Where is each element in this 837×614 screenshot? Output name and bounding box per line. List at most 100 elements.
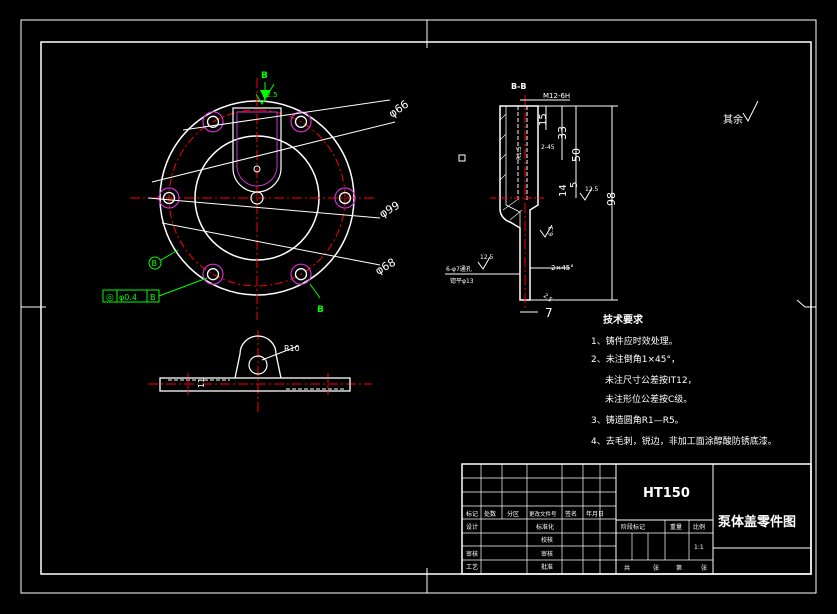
bolt-hole-counterbore — [290, 263, 312, 285]
small-square-marker — [458, 154, 466, 162]
inner-frame — [40, 41, 812, 575]
bolt-hole — [294, 115, 308, 128]
tb-ratio: 比例 — [693, 523, 705, 531]
outer-border — [20, 19, 817, 594]
bolt-hole-counterbore — [334, 187, 356, 209]
tb-hdr-date: 年月日 — [586, 510, 604, 518]
tb-hdr-zone: 分区 — [507, 510, 519, 518]
dim-5: 5 — [569, 182, 580, 188]
roughness-other-label: 其余 — [723, 113, 743, 126]
roughness-left — [477, 256, 491, 270]
tb-sheet-unit-1: 张 — [653, 564, 659, 572]
front-view: φ66 φ99 φ68 B B 12.5 B ◎ φ0.4 B — [102, 71, 411, 320]
tb-weight: 重量 — [670, 523, 682, 531]
tb-check: 校核 — [541, 536, 553, 544]
section-view: B-B 98 50 33 15 14 5 M12-6H 2-45 R1.5 6.… — [445, 82, 618, 320]
tb-stage-mark: 阶段标记 — [621, 523, 645, 531]
tb-scale: 1:1 — [694, 544, 704, 551]
hole-note-1: 6-φ7通孔 — [446, 265, 472, 273]
tech-title: 技术要求 — [603, 313, 644, 326]
dim-6-3: 6.3 — [548, 226, 555, 236]
hatch-5 — [502, 199, 518, 211]
tech-item-3: 未注尺寸公差按IT12， — [605, 374, 697, 386]
tech-item-6: 4、去毛刺，锐边，非加工面涂醇酸防锈底漆。 — [591, 435, 777, 447]
bolt-hole-counterbore — [202, 111, 224, 133]
tb-sheet-total: 共 — [624, 564, 630, 572]
roughness-top-value: 12.5 — [262, 91, 278, 99]
tech-item-5: 3、铸造圆角R1—R5。 — [591, 414, 684, 426]
tb-material: HT150 — [643, 486, 690, 501]
hatch-3 — [499, 153, 507, 161]
tb-part-name: 泵体盖零件图 — [718, 514, 796, 530]
dim-m12: M12-6H — [543, 92, 570, 100]
dim-12-5-left: 12.5 — [480, 254, 494, 261]
tb-review: 审核 — [541, 550, 553, 558]
dim-33: 33 — [556, 126, 569, 140]
bolt-hole — [206, 268, 220, 281]
dim-r10-leader — [261, 345, 299, 361]
bolt-hole — [294, 268, 308, 281]
hatch-4 — [499, 173, 507, 181]
roughness-top-symbol — [255, 83, 275, 105]
dim-leader-99 — [147, 197, 381, 219]
dim-r1-5: R1.5 — [516, 146, 523, 160]
top-view: R10 11 — [148, 330, 372, 412]
tech-item-1: 1、铸件应时效处理。 — [591, 335, 678, 347]
bolt-hole — [338, 191, 352, 205]
dim-d68: φ68 — [373, 256, 398, 278]
tolerance-leader — [158, 277, 208, 297]
dim-2-45: 2-45 — [541, 144, 555, 151]
tolerance-symbol: ◎ — [106, 293, 114, 303]
tb-process: 工艺 — [466, 563, 478, 571]
dim-leader-66 — [151, 121, 396, 183]
dim-leader-68 — [161, 222, 381, 266]
tb-approve: 批准 — [541, 563, 553, 571]
center-hole-top — [253, 165, 261, 173]
section-hatch — [499, 105, 521, 229]
tech-requirements: 技术要求 1、铸件应时效处理。 2、未注倒角1×45°， 未注尺寸公差按IT12… — [591, 313, 777, 447]
roughness-12-5 — [579, 187, 593, 201]
center-mark-right-tick — [796, 299, 806, 308]
bolt-hole-counterbore — [158, 187, 180, 209]
tb-hdr-sign: 签名 — [565, 510, 577, 518]
tb-sheet-num: 第 — [676, 564, 682, 572]
tech-item-2: 2、未注倒角1×45°， — [591, 353, 680, 365]
tb-standardize: 标准化 — [536, 523, 554, 531]
section-arrow-bottom-line — [309, 283, 321, 299]
bolt-hole — [206, 115, 220, 128]
section-label-top: B — [261, 71, 268, 81]
tolerance-datum: B — [150, 293, 156, 302]
tb-hdr-count: 处数 — [484, 510, 496, 518]
top-view-boss — [234, 335, 282, 379]
dim-d99: φ99 — [377, 199, 402, 221]
bolt-hole-counterbore — [202, 263, 224, 285]
tb-proofread: 审核 — [466, 550, 478, 558]
dim-12-5-right: 12.5 — [585, 186, 599, 193]
roughness-6-3 — [539, 224, 553, 238]
section-label-bottom: B — [317, 305, 324, 315]
title-block: HT150 泵体盖零件图 标记 处数 分区 更改文件号 签名 年月日 设计 标准… — [461, 463, 812, 575]
dim-d66: φ66 — [386, 98, 411, 121]
tb-sheet-unit-2: 张 — [701, 564, 707, 572]
tb-hdr-file: 更改文件号 — [529, 510, 557, 518]
dim-98: 98 — [605, 192, 618, 206]
tech-item-4: 未注形位公差按C级。 — [605, 393, 692, 405]
dim-leader-upper — [182, 99, 391, 131]
flange-lug-inner — [236, 111, 278, 187]
bolt-hole — [162, 191, 176, 205]
hatch-2 — [499, 133, 507, 141]
dim-15: 15 — [538, 113, 549, 126]
hatch-6 — [509, 209, 523, 221]
datum-leader — [160, 249, 179, 261]
dim-14: 14 — [558, 184, 569, 197]
datum-label: B — [152, 259, 158, 268]
section-title: B-B — [511, 82, 527, 91]
dim-11: 11 — [197, 378, 206, 388]
tb-design: 设计 — [466, 523, 478, 531]
dim-50: 50 — [570, 148, 583, 162]
top-view-hole — [248, 355, 268, 375]
dim-7: 7 — [545, 306, 553, 320]
bolt-hole-counterbore — [290, 111, 312, 133]
